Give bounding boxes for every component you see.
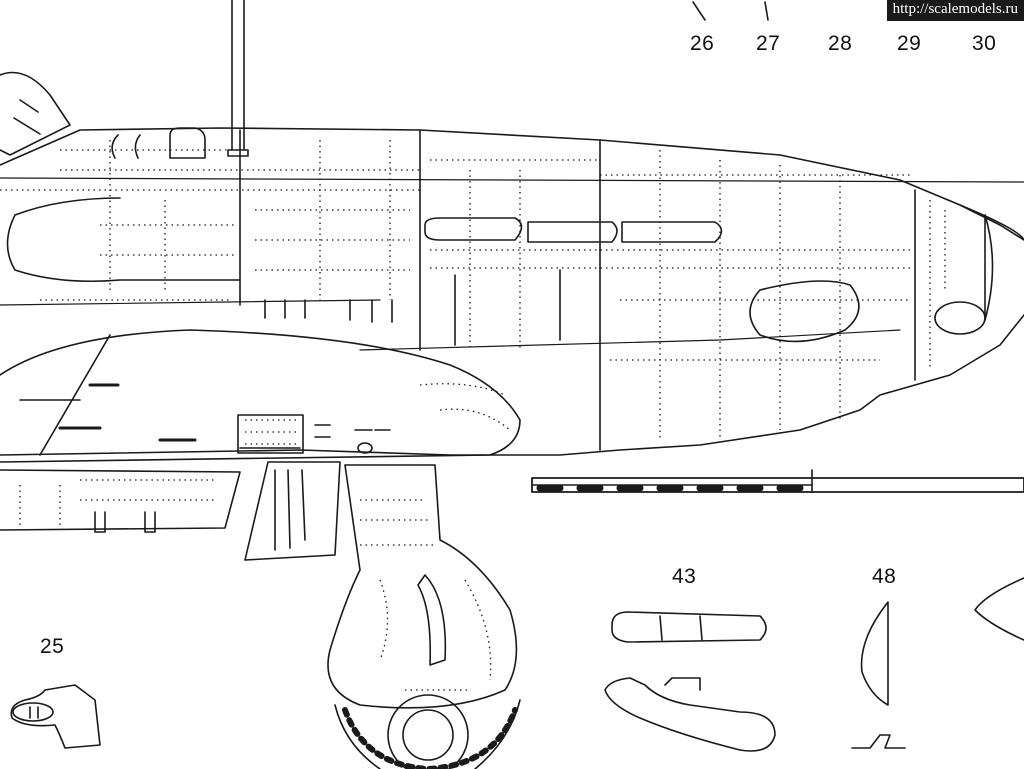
callout-27: 27 [756,32,781,55]
exhaust-stacks [424,217,723,243]
part-43-exhaust [604,611,776,752]
part-25-fitting [10,684,101,749]
access-panel [237,414,304,454]
callout-28: 28 [828,32,853,55]
callout-29: 29 [897,32,922,55]
nose-oval [934,301,986,335]
cowling-front [959,204,1024,321]
fuel-tank [6,197,241,283]
callout-30: 30 [972,32,997,55]
watermark: http://scalemodels.ru [886,0,1024,21]
edge-fairing [974,577,1024,641]
tail-fin [0,71,71,156]
louvers [264,299,393,323]
fuselage-outline [0,127,1024,456]
part-48 [851,601,906,749]
gear-door [244,461,341,561]
callout-43: 43 [672,565,697,588]
gear-leg-fairing [327,464,518,709]
cowl-bulge [749,280,860,343]
main-wheel [334,694,521,769]
leader-27 [764,1,769,21]
callout-48: 48 [872,565,897,588]
callout-26: 26 [690,32,715,55]
callout-25: 25 [40,635,65,658]
leader-26 [692,1,706,21]
radio-mast [227,0,249,157]
wing [0,329,521,463]
